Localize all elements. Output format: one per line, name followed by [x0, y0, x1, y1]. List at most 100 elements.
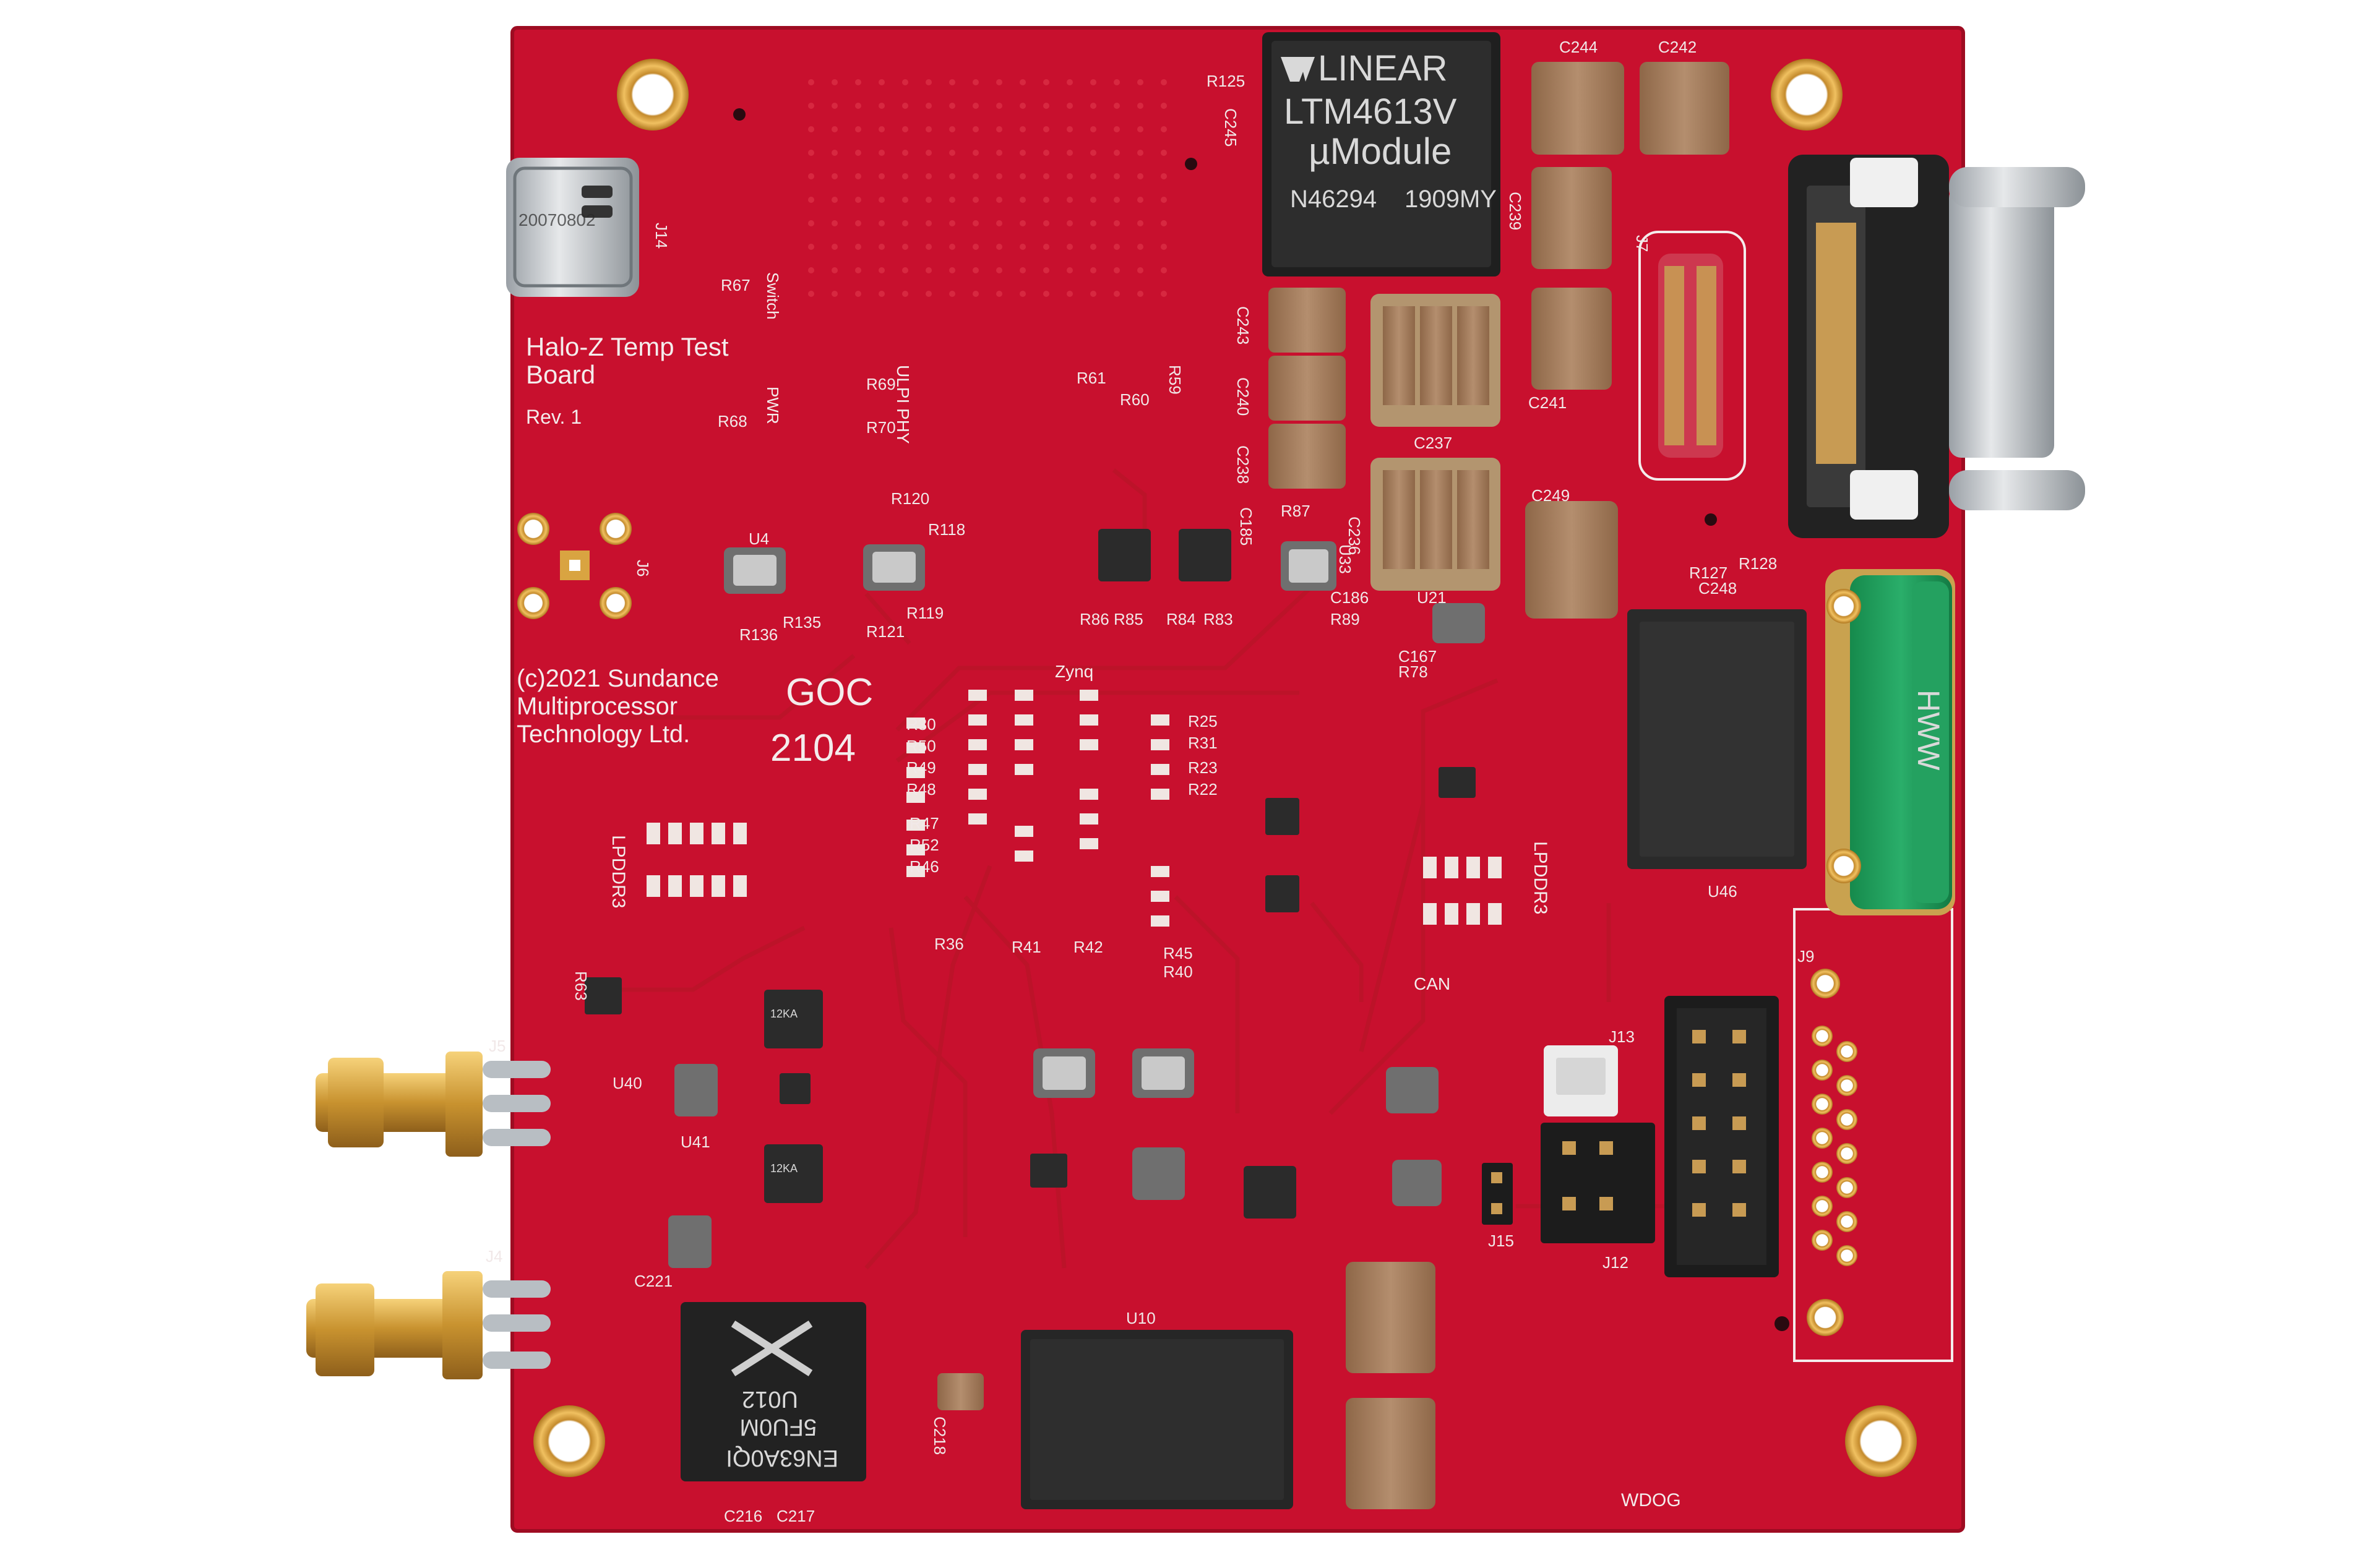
ref-r119: R119	[906, 604, 944, 622]
ref-r128: R128	[1739, 554, 1777, 573]
green-power-connector: HWW	[1825, 569, 1955, 915]
board-title-line2: Board	[526, 360, 595, 389]
ref-u4: U4	[749, 529, 769, 548]
ref-r36: R45	[1163, 944, 1193, 962]
ref-c242: C242	[1658, 38, 1697, 56]
ltm4613v-module: LINEAR LTM4613V µModule N46294 1909MY	[1262, 32, 1500, 276]
via-field	[804, 68, 1176, 297]
bulk-capacitors	[937, 62, 1729, 1509]
ref-r85: R85	[1114, 610, 1143, 628]
ref-r86: R86	[1080, 610, 1109, 628]
ref-c239: C239	[1506, 192, 1525, 230]
ref-r125: R125	[1207, 72, 1245, 90]
reference-designators: C244 C242 R125 C245 C239 C243 C240 C238 …	[572, 38, 1777, 1525]
ref-r136: R136	[739, 625, 778, 644]
ref-r37: R40	[1163, 962, 1193, 981]
green-connector-label: HWW	[1911, 690, 1946, 771]
ref-r45: R41	[1012, 938, 1041, 956]
copyright-line1: (c)2021 Sundance	[517, 665, 719, 692]
ulpi-label: ULPI PHY	[893, 365, 913, 444]
micro-d-board-connector: J7	[1633, 235, 1723, 458]
ref-r52: R47	[910, 814, 939, 833]
module-lot: N46294	[1290, 186, 1377, 213]
micro-d-ref: J7	[1633, 235, 1651, 252]
ref-r83: R83	[1203, 610, 1233, 628]
j12-ref: J12	[1602, 1253, 1628, 1272]
j13-ref: J13	[1609, 1027, 1635, 1046]
ref-r135: R135	[783, 613, 821, 632]
ref-c201: U41	[681, 1133, 710, 1151]
ref-c243: C243	[1234, 306, 1252, 345]
board-title-line1: Halo-Z Temp Test	[526, 332, 729, 361]
sma-top-ref: J5	[489, 1037, 505, 1055]
u46-ref: U46	[1708, 882, 1737, 901]
sma-connector-top: J5	[316, 1037, 551, 1157]
j6-pads: J6	[517, 513, 652, 619]
j9-ref: J9	[1797, 947, 1814, 966]
ref-c199: C221	[634, 1272, 673, 1290]
ref-c245: C245	[1221, 108, 1240, 147]
ref-r60: R60	[1120, 390, 1150, 409]
silkscreen-goc: GOC 2104	[770, 671, 873, 769]
ref-c244: C244	[1559, 38, 1598, 56]
ref-c236: C236	[1345, 516, 1364, 555]
ref-r107: U40	[613, 1074, 642, 1092]
ref-r26: R25	[1188, 712, 1218, 730]
ref-r84: R84	[1166, 610, 1196, 628]
copyright-line2: Multiprocessor	[517, 693, 678, 720]
u42-marking: 12KA	[770, 1008, 798, 1020]
micro-d-cable-connector	[1788, 155, 2085, 538]
ref-r47: R48	[906, 780, 936, 799]
usb-date-code: 20070802	[518, 210, 596, 229]
ref-r87: R87	[1281, 502, 1310, 520]
j13-header: J12	[1541, 1123, 1655, 1272]
copyright-line3: Technology Ltd.	[517, 721, 690, 748]
u10-ic: U10	[1021, 1309, 1293, 1509]
j9-header-pads: J9	[1797, 947, 1857, 1336]
ref-c237: C237	[1414, 434, 1452, 452]
usb-c-connector: 20070802 J14	[506, 158, 671, 297]
goc-line2: 2104	[770, 727, 856, 769]
regulator-part-line3: U012	[742, 1386, 798, 1412]
lpddr-left-label: LPDDR3	[608, 835, 629, 908]
ref-r51: R46	[910, 857, 939, 876]
u34-marking: 12KA	[770, 1162, 798, 1175]
enpirion-logo-icon	[731, 1320, 813, 1377]
ref-c240: C240	[1234, 377, 1252, 416]
ref-r121: R121	[866, 622, 905, 641]
ref-c185: C185	[1237, 507, 1255, 546]
silkscreen-board-title: Halo-Z Temp Test Board Rev. 1	[526, 332, 729, 428]
wdog-label: WDOG	[1621, 1490, 1681, 1510]
linear-logo-icon	[1281, 57, 1315, 82]
ref-r118: R118	[928, 520, 965, 539]
zynq-label: Zynq	[1055, 662, 1093, 681]
ref-r68: R68	[718, 412, 747, 431]
sma-bottom-ref: J4	[486, 1247, 502, 1266]
ref-u3: R63	[572, 971, 590, 1001]
ref-r66: R36	[934, 935, 964, 953]
module-type: µModule	[1309, 131, 1452, 172]
board-revision: Rev. 1	[526, 406, 582, 428]
module-part: LTM4613V	[1284, 92, 1457, 132]
pwr-label: PWR	[764, 387, 782, 424]
ref-r25: R31	[1188, 734, 1218, 752]
ref-r120: R120	[891, 489, 929, 508]
ref-c241: C241	[1528, 393, 1567, 412]
ref-r127: R127	[1689, 563, 1727, 582]
ref-r61: R61	[1077, 369, 1106, 387]
regulator-part-line2: 5FU0M	[739, 1414, 817, 1440]
tooling-holes	[733, 108, 1789, 1331]
switch-label: Switch	[764, 272, 782, 320]
ref-r23: R22	[1188, 780, 1218, 799]
can-label: CAN	[1414, 974, 1450, 993]
ref-c238: C238	[1234, 445, 1252, 484]
ref-u33: U33	[1336, 544, 1354, 574]
goc-line1: GOC	[786, 671, 873, 714]
usb-ref: J14	[652, 223, 671, 249]
ref-r31: R23	[1188, 758, 1218, 777]
inductor-blocks	[668, 541, 1485, 1268]
ref-c186: C186	[1330, 588, 1369, 607]
lpddr-right-label: LPDDR3	[1530, 841, 1551, 914]
u10-ref: U10	[1126, 1309, 1156, 1327]
ref-r59: R59	[1166, 365, 1184, 395]
